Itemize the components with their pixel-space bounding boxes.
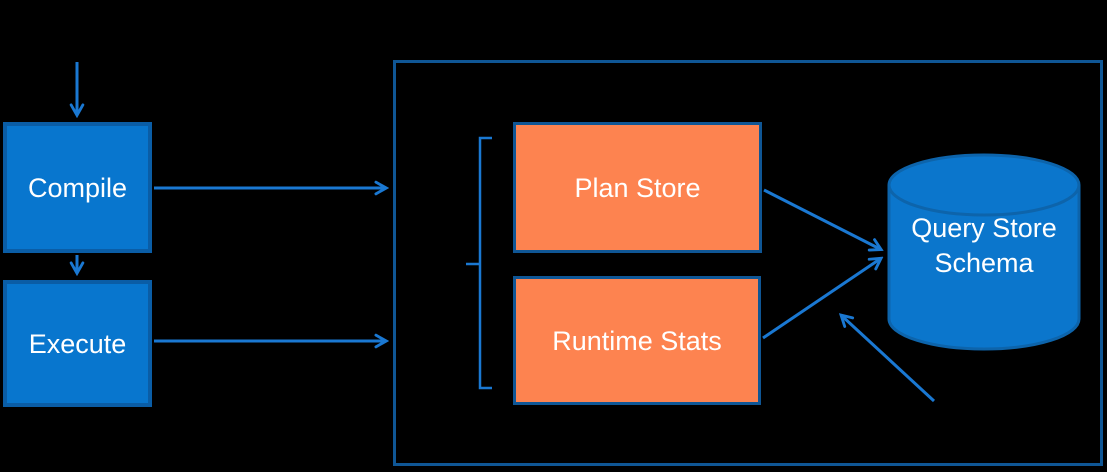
query-store-schema-label-line1: Query Store [911,213,1057,243]
plan-store-node: Plan Store [513,122,762,253]
cylinder-top-ellipse [887,153,1081,217]
query-store-schema-cylinder: Query Store Schema [886,153,1082,353]
execute-node: Execute [3,280,152,407]
cylinder-body [887,185,1081,351]
runtime-stats-label: Runtime Stats [552,325,722,356]
execute-label: Execute [28,328,127,359]
query-store-schema-label-line2: Schema [934,248,1034,278]
query-store-schema-label: Query Store Schema [886,211,1082,281]
compile-node: Compile [3,122,152,253]
compile-label: Compile [27,172,128,203]
query-store-container-box [393,60,1103,466]
runtime-stats-node: Runtime Stats [513,276,761,405]
database-cylinder-icon [887,153,1081,351]
plan-store-label: Plan Store [574,172,701,203]
